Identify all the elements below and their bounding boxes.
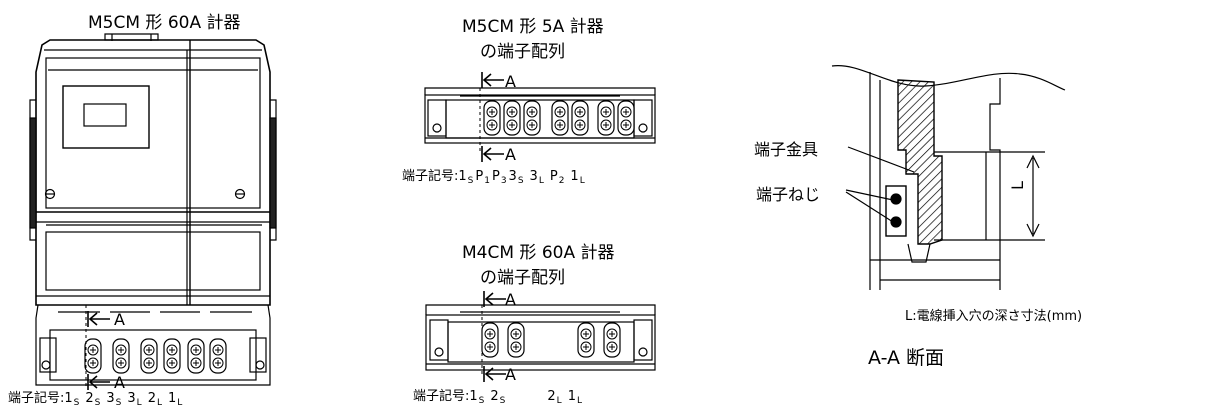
section-marker-a-m4-bottom: A [505, 365, 516, 384]
meter-60a-m4cm-subtitle: の端子配列 [480, 268, 565, 288]
section-marker-a-60a-top: A [114, 310, 125, 329]
terminal-screw [507, 322, 525, 358]
meter-m4-block [425, 304, 656, 371]
terminal-screw [209, 338, 227, 374]
terminal-symbol: 1L [570, 169, 585, 186]
terminal-screw [571, 100, 589, 136]
terminal-symbol: P2 [549, 169, 565, 186]
meter-5a-m5cm-title: M5CM 形 5A 計器 [462, 17, 604, 37]
meter-60a-body [29, 33, 277, 386]
section-arrow-60a-bottom [87, 373, 111, 391]
section-arrow-5a-bottom [481, 145, 505, 163]
meter-60a-terminals [84, 338, 227, 374]
terminal-screw [577, 322, 595, 358]
terminal-symbol: 2L [147, 391, 162, 408]
terminal-symbol: P3 [491, 169, 507, 186]
terminal-caption-60a: 端子記号:1S 2S 3S 3L 2L 1L [8, 387, 184, 408]
terminal-caption-m4: 端子記号:1S 2S 2L 1L [413, 385, 584, 406]
terminal-screw [163, 338, 181, 374]
terminal-screw [597, 100, 615, 136]
terminal-symbol: 3L [127, 391, 142, 408]
terminal-screw [84, 338, 102, 374]
terminal-caption-prefix: 端子記号: [402, 169, 459, 184]
section-view-drawing [831, 65, 1066, 290]
terminal-screw [503, 100, 521, 136]
section-marker-a-5a-bottom: A [505, 145, 516, 164]
terminal-symbol: 1L [167, 391, 183, 408]
meter-60a-m4cm-title: M4CM 形 60A 計器 [462, 243, 615, 263]
terminal-fitting-label: 端子金具 [754, 140, 819, 159]
terminal-screw [187, 338, 205, 374]
terminal-screw [483, 100, 501, 136]
terminal-screw [112, 338, 130, 374]
section-marker-a-5a-top: A [505, 72, 516, 91]
section-marker-a-60a-bottom: A [114, 373, 125, 392]
terminal-symbol: 2S [85, 391, 101, 408]
terminal-symbol: 1L [567, 389, 582, 406]
dimension-note: L:電線挿入穴の深さ寸法(mm) [905, 309, 1083, 324]
terminal-symbol: 1S [469, 389, 485, 406]
terminal-screw [617, 100, 635, 136]
terminal-screw [140, 338, 158, 374]
terminal-symbol: 2L [547, 389, 562, 406]
terminal-symbol: 3L [529, 169, 544, 186]
terminal-screw [481, 322, 499, 358]
terminal-symbol: P1 [475, 169, 490, 186]
terminal-symbol: 3S [106, 391, 122, 408]
terminal-screw [523, 100, 541, 136]
terminal-symbol: 1S [458, 169, 474, 186]
meter-5a-m5cm-subtitle: の端子配列 [480, 42, 565, 62]
terminal-screw-label: 端子ねじ [756, 185, 821, 204]
terminal-caption-prefix: 端子記号: [8, 391, 65, 406]
section-arrow-5a-top [481, 71, 505, 89]
section-arrow-m4-bottom [483, 365, 507, 383]
terminal-screw [551, 100, 569, 136]
terminal-symbol: 2S [490, 389, 506, 406]
meter-5a-terminals [483, 100, 635, 136]
meter-m4-terminals [481, 322, 621, 358]
terminal-screw [603, 322, 621, 358]
terminal-symbol: 3S [508, 169, 524, 186]
terminal-symbol: 1S [64, 391, 80, 408]
section-view-title: A-A 断面 [868, 347, 945, 369]
section-marker-a-m4-top: A [505, 290, 516, 309]
meter-60a-m5cm-title: M5CM 形 60A 計器 [88, 13, 241, 33]
terminal-caption-prefix: 端子記号: [413, 389, 470, 404]
section-arrow-60a-top [87, 310, 111, 328]
